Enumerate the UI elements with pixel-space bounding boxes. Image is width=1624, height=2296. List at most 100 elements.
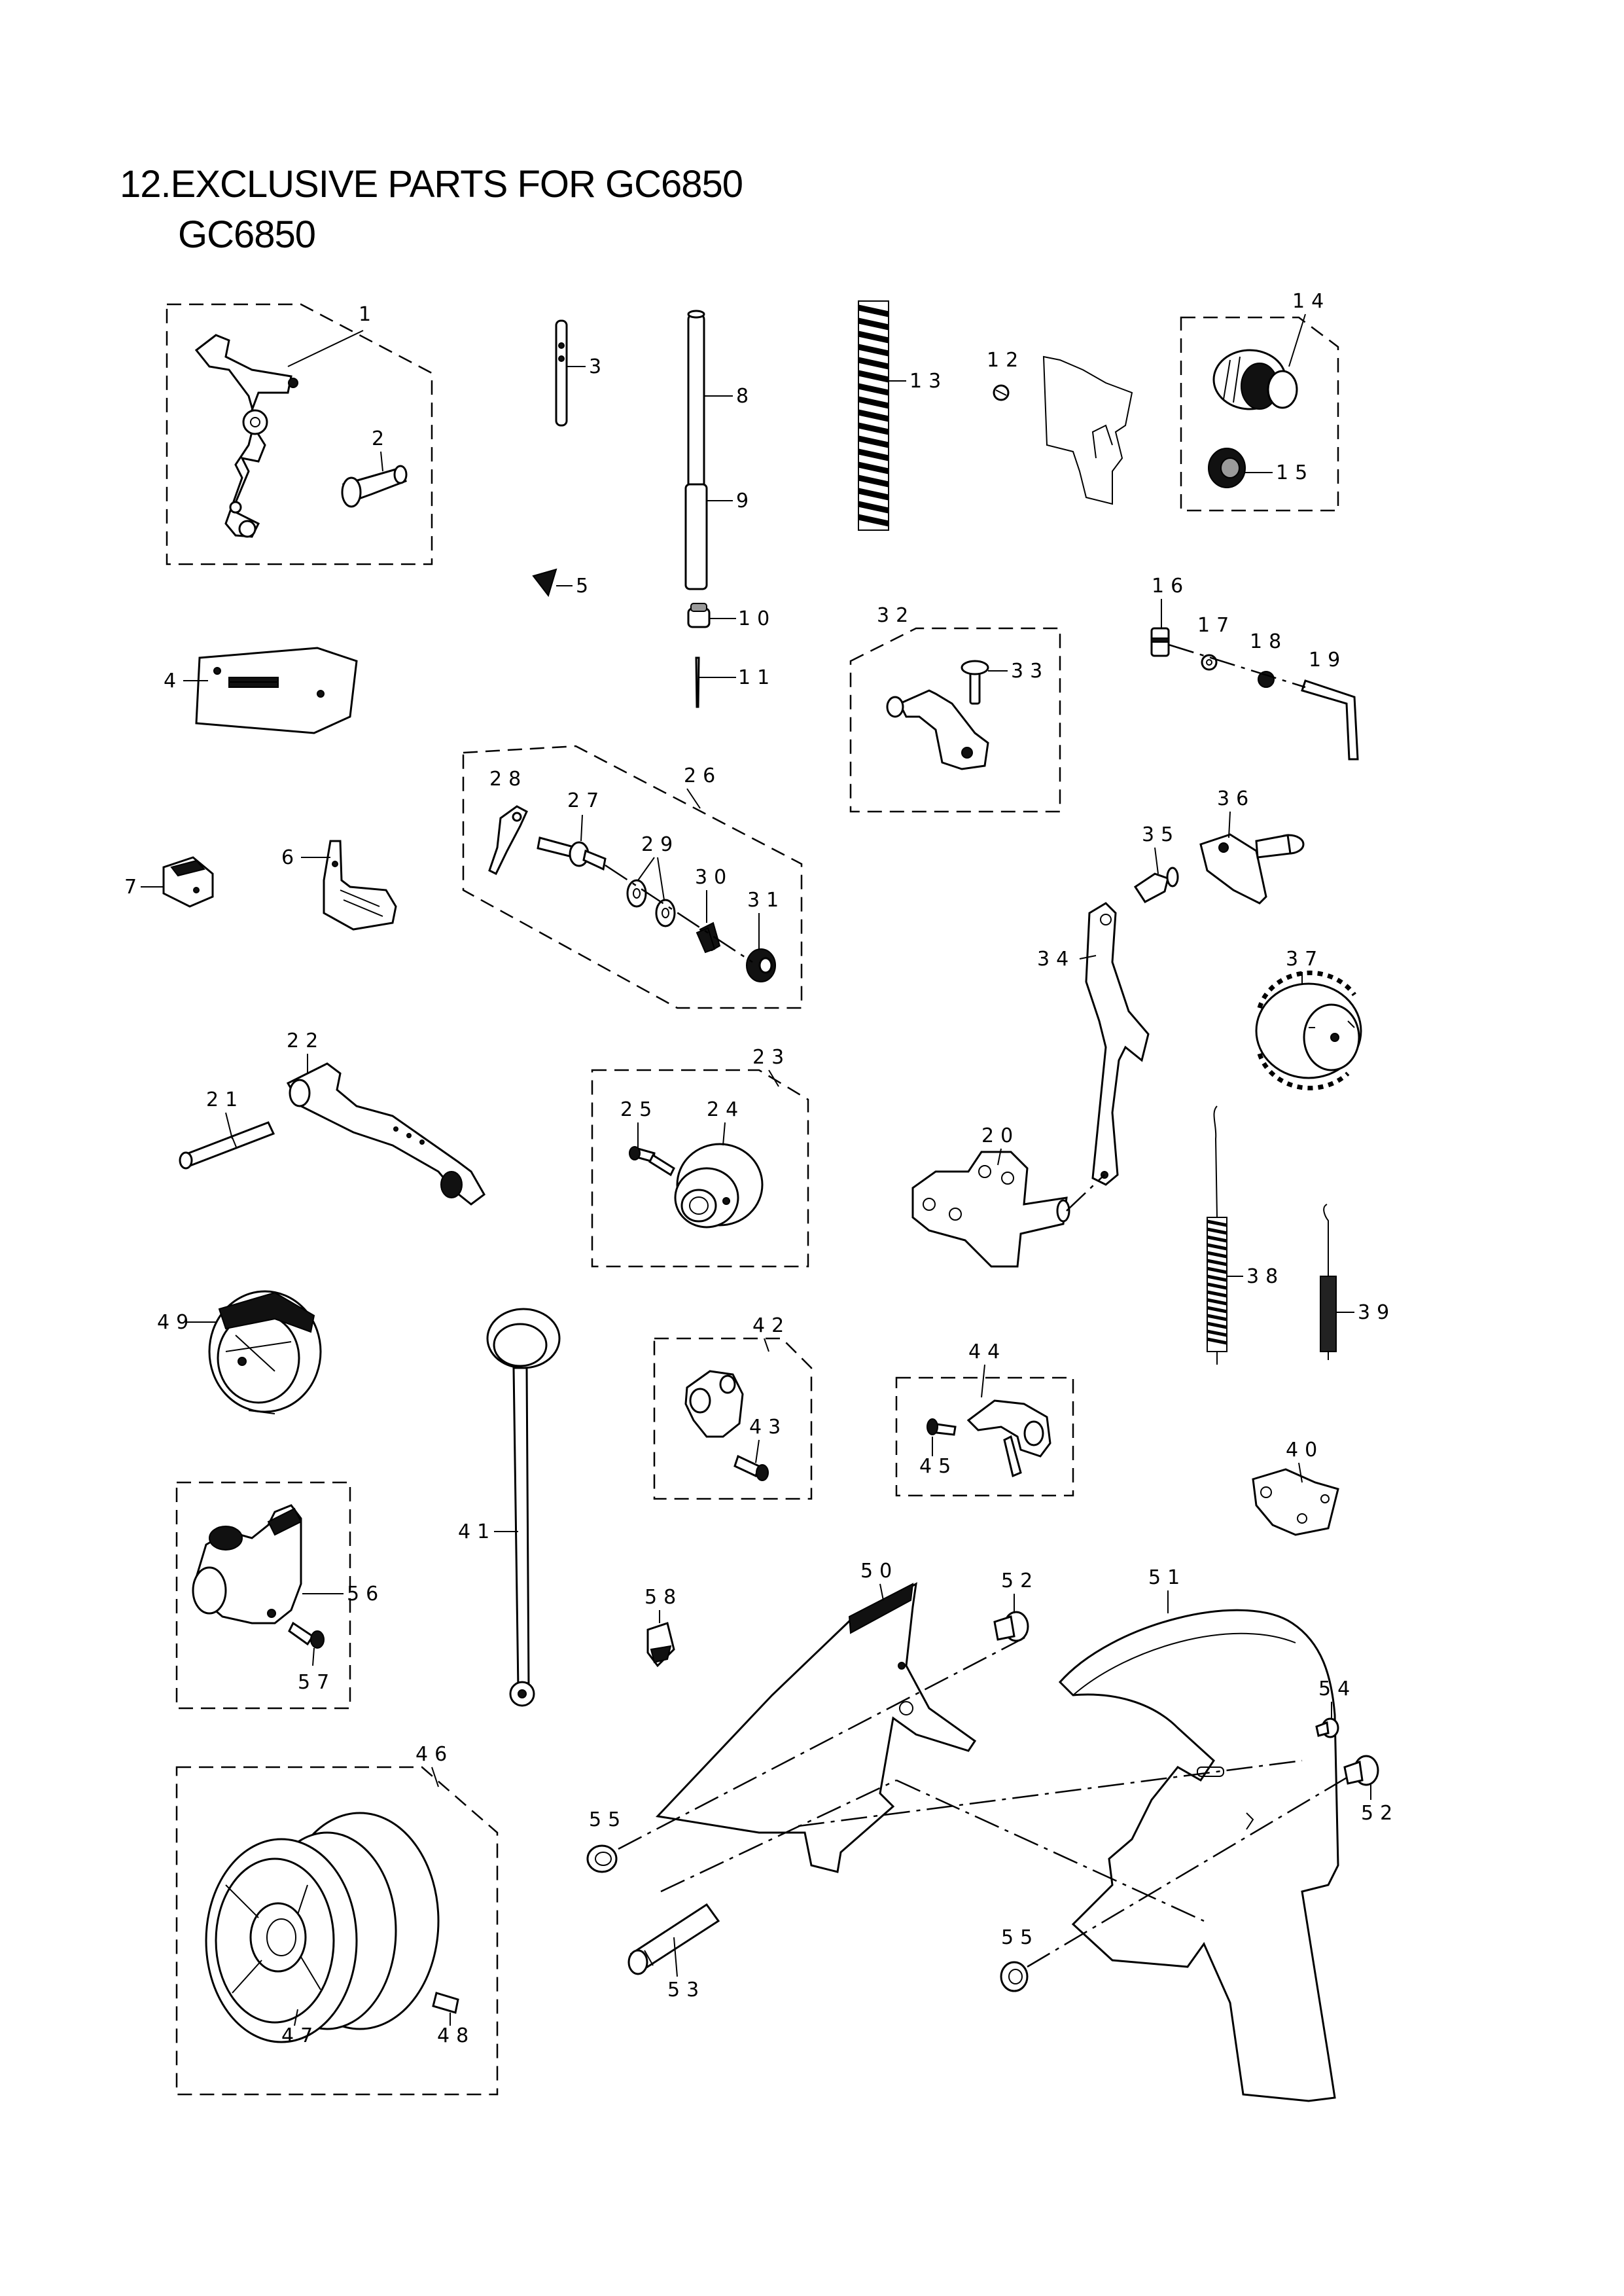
group-box-56 xyxy=(175,1481,351,1710)
leader-2 xyxy=(380,451,383,472)
part-28-bracket xyxy=(488,805,528,876)
part-50-belt-cover xyxy=(655,1582,977,1873)
label-16: 16 xyxy=(1152,575,1190,598)
part-52-screw-right xyxy=(1343,1755,1379,1786)
part-56-arm xyxy=(192,1504,302,1624)
leader-44 xyxy=(981,1364,985,1398)
part-45-screw xyxy=(927,1418,957,1436)
leader-42 xyxy=(764,1338,769,1352)
leader-26 xyxy=(686,788,701,809)
label-58: 58 xyxy=(644,1586,682,1609)
assembly-axis-16-19 xyxy=(1168,643,1306,689)
label-34: 34 xyxy=(1037,948,1075,971)
label-38: 38 xyxy=(1246,1265,1284,1288)
leader-43 xyxy=(755,1439,760,1463)
label-5: 5 xyxy=(576,575,595,598)
part-24-bobbin-case xyxy=(674,1143,764,1229)
label-33: 33 xyxy=(1011,660,1049,683)
label-21: 21 xyxy=(206,1088,244,1111)
label-17: 17 xyxy=(1197,614,1235,637)
label-35: 35 xyxy=(1142,823,1180,846)
assembly-axis-55-52 xyxy=(1027,1776,1349,1968)
group-box-26 xyxy=(462,745,803,1009)
assembly-axis-53 xyxy=(660,1779,1205,1922)
label-56: 56 xyxy=(347,1583,385,1605)
label-45: 45 xyxy=(919,1455,957,1478)
part-55-bushing-left xyxy=(586,1844,618,1873)
label-24: 24 xyxy=(707,1098,745,1121)
part-25-screw xyxy=(629,1146,675,1177)
part-30-spring xyxy=(696,922,721,954)
part-17-washer xyxy=(1201,654,1218,671)
part-6-presser-foot xyxy=(323,840,397,931)
part-57-screw xyxy=(288,1621,325,1649)
group-box-1 xyxy=(166,303,433,565)
label-42: 42 xyxy=(752,1314,790,1337)
label-49: 49 xyxy=(157,1311,195,1334)
label-8: 8 xyxy=(736,385,755,408)
leader-50 xyxy=(879,1583,884,1601)
label-18: 18 xyxy=(1250,630,1288,653)
part-36-crank-block xyxy=(1199,833,1305,905)
label-30: 30 xyxy=(695,866,733,889)
label-10: 10 xyxy=(738,607,776,630)
page-subtitle: GC6850 xyxy=(178,213,316,256)
label-15: 15 xyxy=(1276,461,1314,484)
part-41-connecting-rod xyxy=(486,1308,561,1707)
label-37: 37 xyxy=(1286,948,1324,971)
part-19-hex-key xyxy=(1301,679,1359,761)
part-8-needle-bar xyxy=(684,310,708,590)
part-51-main-cover xyxy=(1058,1609,1339,2102)
part-53-shaft xyxy=(627,1903,720,1975)
group-box-46 xyxy=(175,1766,499,2096)
label-20: 20 xyxy=(981,1124,1019,1147)
label-48: 48 xyxy=(437,2024,475,2047)
label-26: 26 xyxy=(684,764,722,787)
leader-36 xyxy=(1228,811,1231,838)
leader-21 xyxy=(225,1112,233,1139)
leader-27 xyxy=(580,814,583,842)
label-7: 7 xyxy=(124,876,143,899)
bracket-plate xyxy=(1042,355,1133,505)
assembly-axis-52-55 xyxy=(618,1635,1028,1850)
part-58-clip xyxy=(646,1622,675,1668)
part-32-crank xyxy=(886,689,989,770)
group-box-32 xyxy=(849,627,1061,813)
part-3-pin xyxy=(555,319,568,427)
label-2: 2 xyxy=(372,427,391,450)
label-31: 31 xyxy=(747,889,785,912)
label-52b: 52 xyxy=(1361,1802,1399,1825)
label-40: 40 xyxy=(1286,1439,1324,1462)
group-box-14 xyxy=(1180,316,1339,512)
label-57: 57 xyxy=(298,1671,336,1694)
label-53: 53 xyxy=(667,1979,705,2001)
label-11: 11 xyxy=(738,666,776,689)
group-box-42 xyxy=(653,1337,813,1500)
label-29: 29 xyxy=(641,833,679,856)
part-47-pulley xyxy=(205,1812,440,2043)
part-11-needle xyxy=(695,656,700,708)
label-46: 46 xyxy=(415,1743,453,1766)
part-43-screw xyxy=(733,1454,769,1481)
label-23: 23 xyxy=(752,1046,790,1069)
assembly-axis-20-34 xyxy=(1066,1174,1105,1211)
part-14-tension-assembly xyxy=(1212,349,1298,410)
part-13-spring xyxy=(858,300,889,531)
leader-46 xyxy=(431,1767,439,1787)
part-38-spring xyxy=(1207,1105,1227,1365)
part-48-setscrew xyxy=(432,1992,459,2014)
group-box-44 xyxy=(895,1376,1074,1497)
label-14: 14 xyxy=(1292,290,1330,313)
part-16-block xyxy=(1150,627,1170,657)
part-1-linkage xyxy=(194,334,298,538)
label-19: 19 xyxy=(1309,649,1347,672)
part-37-knob xyxy=(1255,970,1362,1090)
label-36: 36 xyxy=(1217,787,1255,810)
leader-53 xyxy=(673,1937,678,1977)
part-2-shaft xyxy=(341,465,408,508)
label-43: 43 xyxy=(749,1416,787,1439)
assembly-axis-26 xyxy=(605,864,753,963)
part-31-nut xyxy=(746,948,776,982)
label-1: 1 xyxy=(359,303,378,326)
